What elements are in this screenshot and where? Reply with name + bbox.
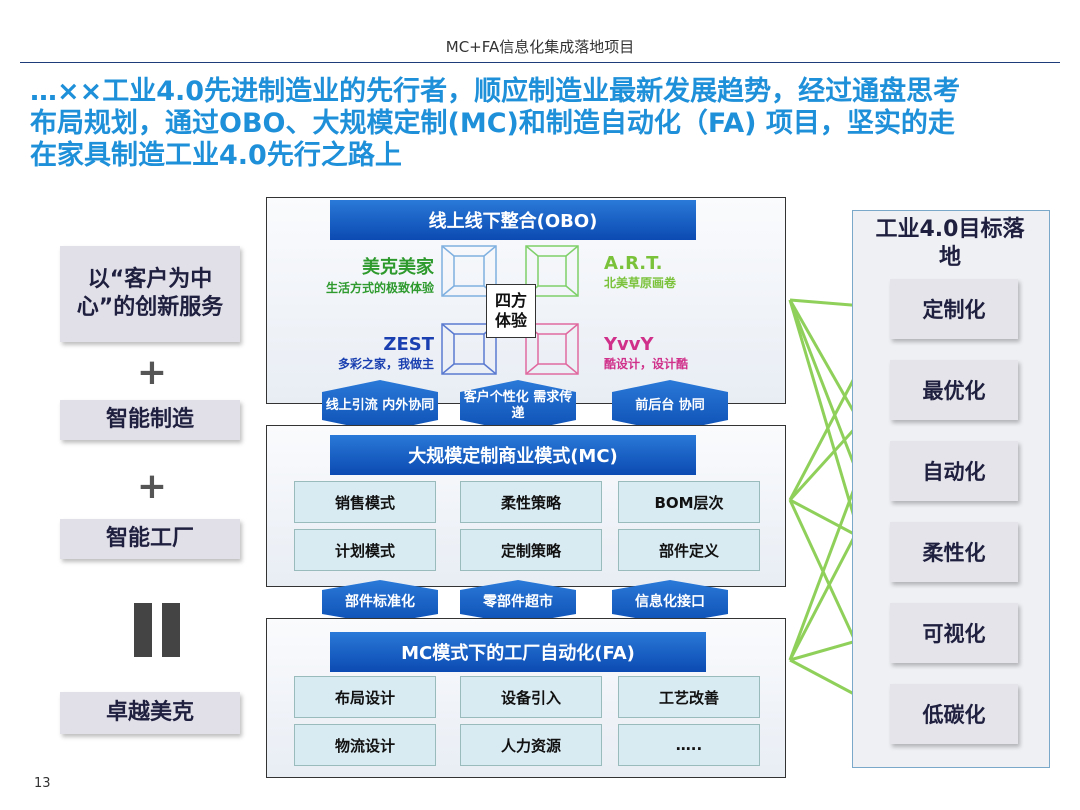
brand-yvvy: YvvY 酷设计，设计酷 xyxy=(604,334,774,372)
brand-meike: 美克美家 生活方式的极致体验 xyxy=(280,253,434,296)
smart-manufacturing-box: 智能制造 xyxy=(60,400,240,440)
fa-cell: 工艺改善 xyxy=(618,676,760,718)
goal-automation: 自动化 xyxy=(890,441,1018,501)
fa-cell: 人力资源 xyxy=(460,724,602,766)
brand-zest: ZEST 多彩之家，我做主 xyxy=(280,334,434,372)
page-header-title: MC+FA信息化集成落地项目 xyxy=(445,38,635,56)
mc-banner: 大规模定制商业模式(MC) xyxy=(330,435,696,475)
link-front-back: 前后台 协同 xyxy=(635,398,705,413)
brand-zest-title: ZEST xyxy=(383,334,434,355)
brand-art-title: A.R.T. xyxy=(604,253,663,274)
page-number: 13 xyxy=(34,776,51,791)
brand-art-sub: 北美草原画卷 xyxy=(604,276,677,290)
brand-meike-title: 美克美家 xyxy=(362,257,434,278)
link-parts-supermarket: 零部件超市 xyxy=(483,594,553,610)
link-it-interface: 信息化接口 xyxy=(635,594,705,610)
brand-yvvy-title: YvvY xyxy=(604,334,654,355)
top-link-arrows xyxy=(322,380,728,432)
fa-cell: 布局设计 xyxy=(294,676,436,718)
headline-line-3: 在家具制造工业4.0先行之路上 xyxy=(30,140,402,171)
fa-cell: ….. xyxy=(618,724,760,766)
goals-title: 工业4.0目标落地 xyxy=(875,217,1025,270)
mc-cell: 销售模式 xyxy=(294,481,436,523)
goal-low-carbon: 低碳化 xyxy=(890,684,1018,744)
plus-icon: + xyxy=(136,352,168,393)
brand-meike-sub: 生活方式的极致体验 xyxy=(325,281,434,295)
equals-icon xyxy=(134,603,180,657)
mc-cell: 定制策略 xyxy=(460,529,602,571)
goal-visualization: 可视化 xyxy=(890,603,1018,663)
brand-art: A.R.T. 北美草原画卷 xyxy=(604,253,774,291)
link-part-standardization: 部件标准化 xyxy=(345,594,415,610)
fa-banner: MC模式下的工厂自动化(FA) xyxy=(330,632,706,672)
four-experience-center: 四方体验 xyxy=(486,284,536,338)
fa-cell: 物流设计 xyxy=(294,724,436,766)
headline-line-2: 布局规划，通过OBO、大规模定制(MC)和制造自动化（FA) 项目，坚实的走 xyxy=(30,108,955,139)
obo-banner: 线上线下整合(OBO) xyxy=(330,200,696,240)
bottom-link-arrows xyxy=(322,580,728,624)
goal-optimization: 最优化 xyxy=(890,360,1018,420)
mc-cell: BOM层次 xyxy=(618,481,760,523)
link-online-offline: 线上引流 内外协同 xyxy=(325,398,435,413)
headline: …××工业4.0先进制造业的先行者，顺应制造业最新发展趋势，经过通盘思考 布局规… xyxy=(30,76,1060,172)
header-divider xyxy=(20,62,1060,63)
plus-icon: + xyxy=(136,466,168,507)
brand-zest-sub: 多彩之家，我做主 xyxy=(337,357,434,371)
smart-factory-box: 智能工厂 xyxy=(60,519,240,559)
goal-customization: 定制化 xyxy=(890,279,1018,339)
brand-yvvy-sub: 酷设计，设计酷 xyxy=(604,357,689,371)
customer-centric-box: 以“客户为中心”的创新服务 xyxy=(60,246,240,342)
goal-flexibility: 柔性化 xyxy=(890,522,1018,582)
link-customer-demand: 客户个性化 需求传递 xyxy=(463,390,573,421)
headline-line-1: …××工业4.0先进制造业的先行者，顺应制造业最新发展趋势，经过通盘思考 xyxy=(30,76,961,107)
result-box: 卓越美克 xyxy=(60,692,240,734)
fa-cell: 设备引入 xyxy=(460,676,602,718)
mc-cell: 计划模式 xyxy=(294,529,436,571)
mc-cell: 部件定义 xyxy=(618,529,760,571)
mc-cell: 柔性策略 xyxy=(460,481,602,523)
